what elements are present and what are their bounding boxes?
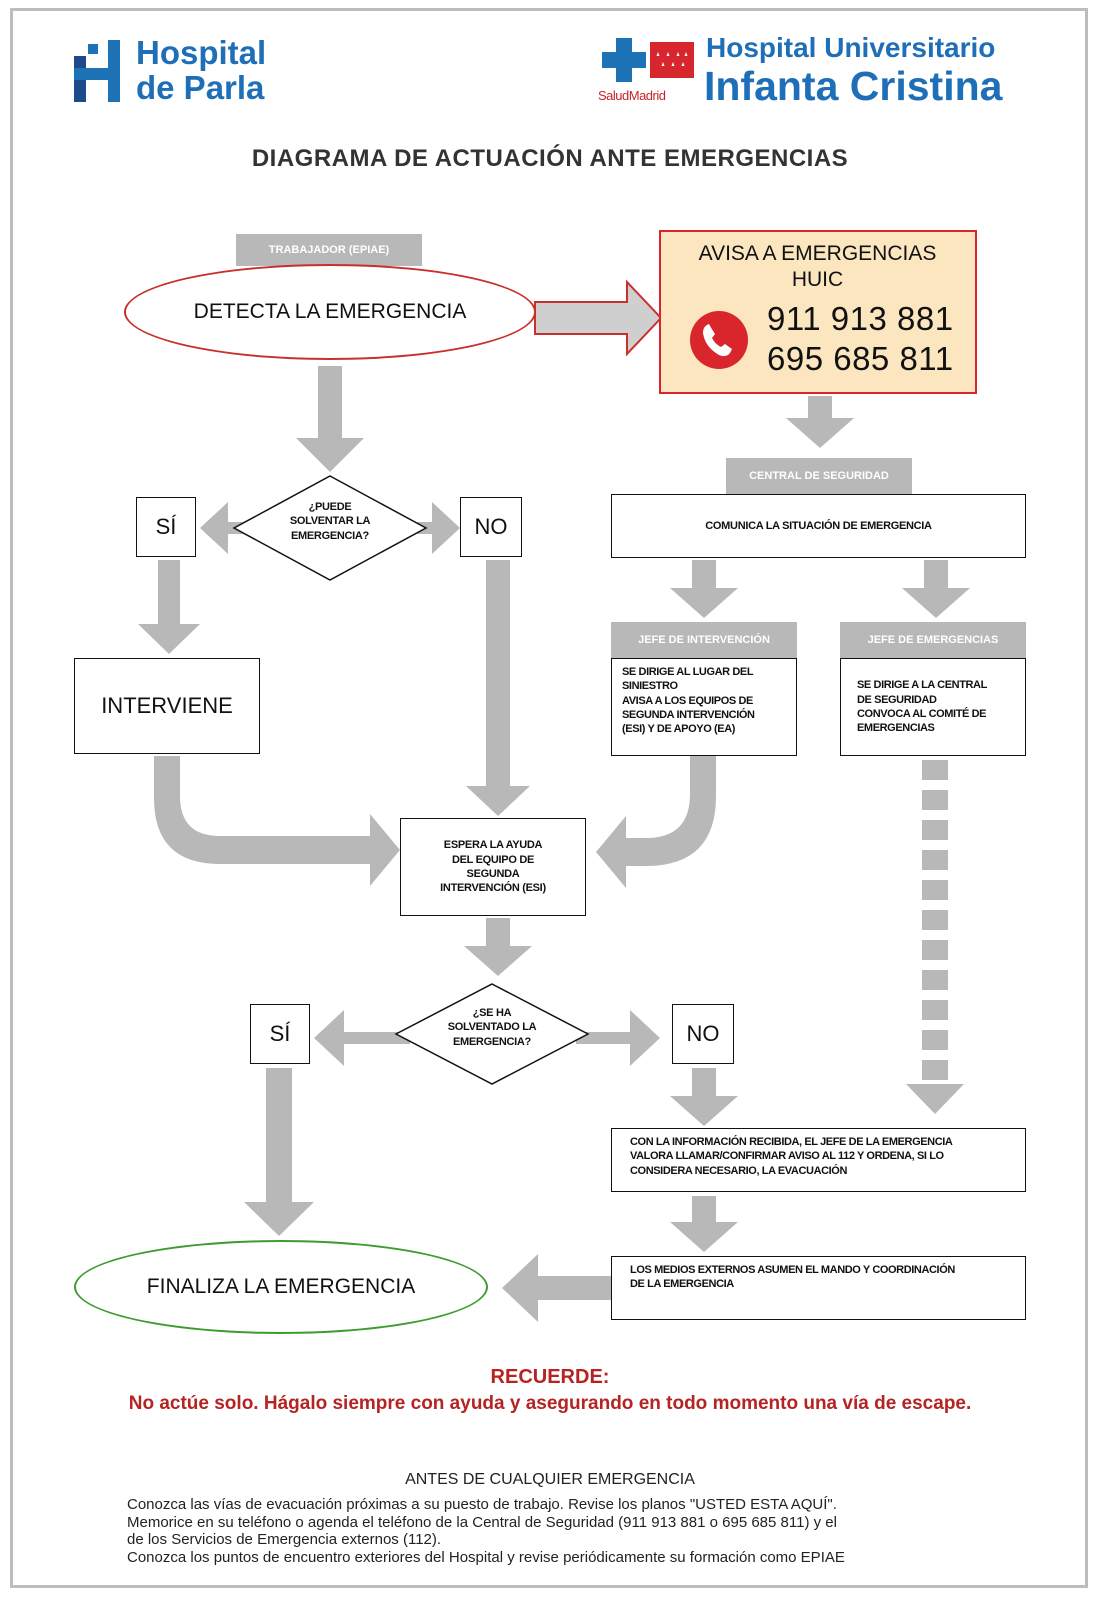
logo-right-line2: Infanta Cristina [704, 63, 1003, 109]
detect-emergency-ellipse: DETECTA LA EMERGENCIA [124, 264, 536, 360]
security-tab: CENTRAL DE SEGURIDAD [726, 458, 912, 494]
hospital-infanta-cristina-logo: SaludMadrid Hospital Universitario Infan… [598, 34, 1038, 112]
arrow-yes2-down [244, 1068, 314, 1236]
recuerde-title: RECUERDE: [490, 1366, 610, 1388]
decision2-line2: SOLVENTADO LA [447, 1021, 537, 1034]
salud-madrid-label: SaludMadrid [598, 88, 666, 103]
yes2-box: SÍ [250, 1004, 310, 1064]
arrow-intervene-to-wait [154, 756, 400, 886]
page-title: DIAGRAMA DE ACTUACIÓN ANTE EMERGENCIAS [251, 145, 849, 172]
intervention-chief-line2: SINIESTRO [622, 680, 678, 693]
worker-tab: TRABAJADOR (EPIAE) [236, 234, 422, 266]
wait-line3: SEGUNDA [466, 868, 520, 880]
antes-title: ANTES DE CUALQUIER EMERGENCIA [405, 1471, 695, 1488]
no2-box: NO [672, 1004, 734, 1064]
no2-label: NO [686, 1021, 720, 1046]
wait-box: ESPERA LA AYUDA DEL EQUIPO DE SEGUNDA IN… [400, 818, 586, 916]
arrow-dashed-emergency-chief [906, 760, 964, 1114]
wait-line2: DEL EQUIPO DE [451, 853, 535, 866]
intervention-chief-line1: SE DIRIGE AL LUGAR DEL [622, 666, 754, 678]
arrow-decision1-no [398, 502, 460, 554]
arrow-no2-down [670, 1068, 738, 1126]
arrow-decision1-yes [200, 502, 262, 554]
emergency-chief-line1: SE DIRIGE A LA CENTRAL [857, 679, 987, 692]
emergency-chief-tab: JEFE DE EMERGENCIAS [840, 622, 1026, 658]
wait-line4: INTERVENCIÓN (ESI) [440, 882, 546, 895]
logo-left-line2: de Parla [136, 69, 265, 106]
intervention-chief-line3: AVISA A LOS EQUIPOS DE [622, 694, 753, 707]
alert-phone1: 911 913 881 [767, 300, 954, 337]
arrow-detect-to-alert [534, 279, 663, 357]
intervention-chief-line4: SEGUNDA INTERVENCIÓN [622, 708, 755, 721]
arrow-decision2-yes [314, 1010, 410, 1066]
arrow-chief-to-wait [596, 756, 716, 888]
no1-label: NO [474, 514, 508, 539]
salud-madrid-cross-icon [602, 38, 694, 82]
no1-box: NO [460, 497, 522, 557]
external-box: LOS MEDIOS EXTERNOS ASUMEN EL MANDO Y CO… [611, 1256, 1026, 1320]
intervention-chief-line5: (ESI) Y DE APOYO (EA) [622, 723, 736, 736]
finish-emergency-ellipse: FINALIZA LA EMERGENCIA [74, 1240, 488, 1334]
emergency-chief-line2: DE SEGURIDAD [857, 693, 937, 706]
page-frame [10, 8, 1088, 1588]
yes2-label: SÍ [269, 1021, 291, 1046]
hospital-h-icon [74, 40, 120, 102]
communicate-box: COMUNICA LA SITUACIÓN DE EMERGENCIA [611, 494, 1026, 558]
logo-left-line1: Hospital [136, 34, 267, 71]
wait-line1: ESPERA LA AYUDA [443, 839, 543, 852]
arrow-communicate-right [902, 560, 970, 618]
arrow-evaluate-down [670, 1196, 738, 1252]
arrow-detect-down [296, 366, 364, 472]
alert-emergency-box: AVISA A EMERGENCIAS HUIC 911 913 881 695… [659, 230, 977, 394]
antes-line-1: Conozca las vías de evacuación próximas … [127, 1496, 837, 1513]
hospital-parla-logo: Hospital de Parla [72, 36, 292, 110]
arrow-no1-down [466, 560, 530, 816]
evaluate-box: CON LA INFORMACIÓN RECIBIDA, EL JEFE DE … [611, 1128, 1026, 1192]
decision2-line3: EMERGENCIA? [453, 1035, 531, 1048]
antes-line-3: de los Servicios de Emergencia externos … [127, 1531, 442, 1549]
finish-label: FINALIZA LA EMERGENCIA [146, 1275, 416, 1298]
emergency-chief-box: SE DIRIGE A LA CENTRAL DE SEGURIDAD CONV… [840, 658, 1026, 756]
detect-label: DETECTA LA EMERGENCIA [193, 300, 467, 323]
evaluate-line2: VALORA LLAMAR/CONFIRMAR AVISO AL 112 Y O… [630, 1150, 944, 1163]
decision1-line2: SOLVENTAR LA [289, 515, 371, 528]
recuerde-text: No actúe solo. Hágalo siempre con ayuda … [128, 1393, 972, 1414]
decision1-diamond [232, 475, 428, 581]
alert-phone2: 695 685 811 [767, 340, 954, 377]
phone-icon [690, 311, 748, 369]
antes-text: Conozca las vías de evacuación próximas … [127, 1496, 1007, 1567]
decision2-label: ¿SE HA SOLVENTADO LA EMERGENCIA? [424, 1006, 560, 1049]
external-line2: DE LA EMERGENCIA [630, 1278, 734, 1291]
yes1-box: SÍ [136, 497, 196, 557]
evaluate-line3: CONSIDERA NECESARIO, LA EVACUACIÓN [630, 1164, 848, 1177]
external-line1: LOS MEDIOS EXTERNOS ASUMEN EL MANDO Y CO… [630, 1264, 955, 1276]
evaluate-line1: CON LA INFORMACIÓN RECIBIDA, EL JEFE DE … [630, 1136, 953, 1148]
intervention-chief-box: SE DIRIGE AL LUGAR DEL SINIESTRO AVISA A… [611, 658, 797, 756]
emergency-chief-line3: CONVOCA AL COMITÉ DE [857, 708, 987, 720]
intervene-label: INTERVIENE [101, 693, 233, 718]
arrow-yes1-down [138, 560, 200, 654]
communicate-label: COMUNICA LA SITUACIÓN DE EMERGENCIA [705, 519, 932, 532]
intervention-chief-tab: JEFE DE INTERVENCIÓN [611, 622, 797, 658]
intervene-box: INTERVIENE [74, 658, 260, 754]
logo-right-line1: Hospital Universitario [706, 32, 996, 63]
arrow-communicate-left [670, 560, 738, 618]
decision1-line3: EMERGENCIA? [291, 529, 369, 542]
antes-line-4: Conozca los puntos de encuentro exterior… [127, 1549, 845, 1567]
decision2-diamond [394, 983, 590, 1085]
arrow-alert-down [786, 396, 854, 448]
alert-line2: HUIC [791, 268, 844, 291]
yes1-label: SÍ [155, 514, 177, 539]
emergency-chief-line4: EMERGENCIAS [857, 722, 935, 735]
antes-line-2: Memorice en su teléfono o agenda el telé… [127, 1513, 837, 1531]
arrow-wait-down [464, 918, 532, 976]
decision1-line1: ¿PUEDE [308, 501, 352, 513]
arrow-decision2-no [576, 1010, 660, 1066]
decision1-label: ¿PUEDE SOLVENTAR LA EMERGENCIA? [262, 500, 398, 543]
arrow-external-to-finish [502, 1254, 612, 1322]
decision2-line1: ¿SE HA [472, 1007, 512, 1019]
alert-line1: AVISA A EMERGENCIAS [698, 242, 937, 265]
